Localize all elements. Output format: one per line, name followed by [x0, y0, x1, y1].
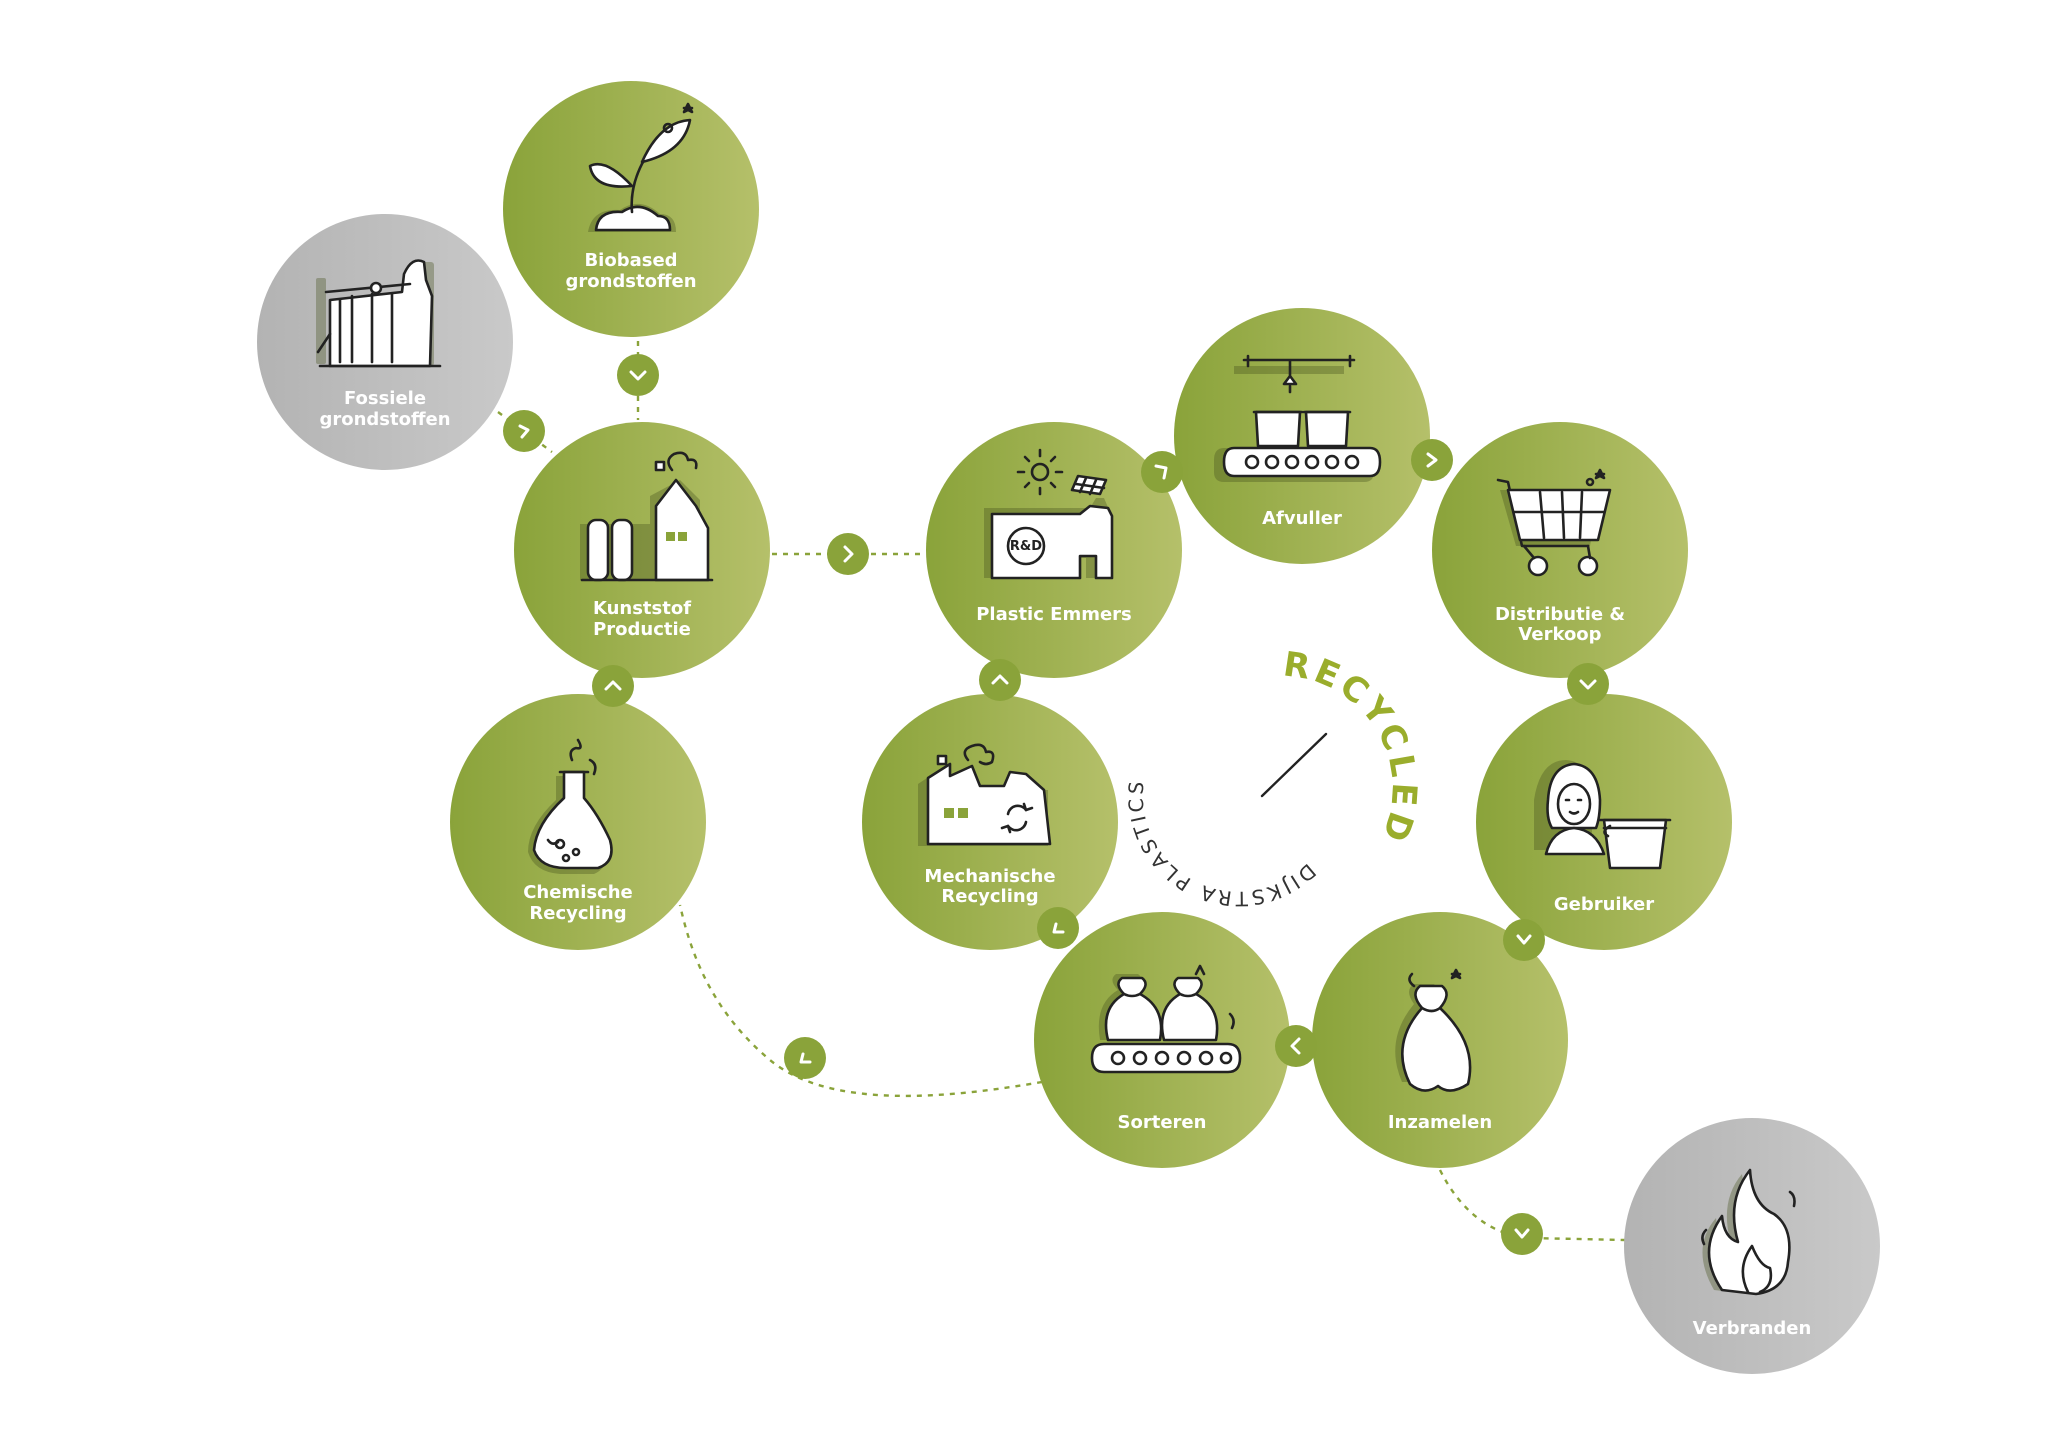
flask-icon: [528, 738, 613, 874]
chevron-down-left-icon: [1503, 919, 1545, 961]
node-label-line1: Inzamelen: [1388, 1112, 1492, 1133]
node-kunststof-productie: Kunststof Productie: [514, 422, 770, 678]
node-label-line1: Chemische: [523, 882, 633, 903]
chevron-down-icon: [617, 354, 659, 396]
node-afvuller: Afvuller: [1174, 308, 1430, 564]
node-label-line1: Kunststof: [593, 598, 691, 619]
chevron-down-right-icon: [1411, 439, 1453, 481]
logo-recycled-text: RECYCLED: [1281, 644, 1424, 850]
node-chemische-recycling: Chemische Recycling: [450, 694, 706, 950]
dijkstra-recycled-logo: DIJKSTRA PLASTICS RECYCLED: [1124, 644, 1424, 911]
node-mechanische-recycling: Mechanische Recycling: [862, 694, 1118, 950]
node-label-line2: Recycling: [529, 903, 626, 924]
node-label-line1: Afvuller: [1262, 508, 1342, 529]
node-label-line2: grondstoffen: [565, 271, 696, 292]
arrow-badges: [503, 354, 1609, 1255]
node-label-line1: Biobased: [584, 250, 677, 271]
filling-machine-icon: [1214, 354, 1382, 482]
node-verbranden: Verbranden: [1624, 1118, 1880, 1374]
node-label-line1: Mechanische: [924, 866, 1055, 887]
chevron-up-icon: [592, 665, 634, 707]
node-label-line2: grondstoffen: [319, 409, 450, 430]
node-label-line1: Plastic Emmers: [976, 604, 1132, 625]
logo-slash: [1260, 732, 1328, 798]
factory-icon: [580, 451, 714, 582]
node-label-line1: Fossiele: [344, 388, 426, 409]
node-distributie-verkoop: Distributie & Verkoop: [1432, 422, 1688, 678]
logo-brand-text: DIJKSTRA PLASTICS: [1124, 778, 1321, 911]
chevron-down-icon: [1567, 663, 1609, 705]
chevron-right-icon: [827, 533, 869, 575]
sorting-conveyor-icon: [1090, 964, 1242, 1074]
sprout-icon: [588, 102, 694, 232]
shopping-cart-icon: [1496, 468, 1612, 577]
oil-pump-icon: [316, 259, 442, 368]
chevron-up-left-icon: [1037, 907, 1079, 949]
node-label-line1: Gebruiker: [1554, 894, 1654, 915]
node-label-line1: Distributie &: [1495, 604, 1625, 625]
chevron-up-left-icon: [784, 1037, 826, 1079]
chevron-left-icon: [1275, 1025, 1317, 1067]
user-with-bucket-icon: [1534, 760, 1672, 870]
recycling-factory-icon: [918, 743, 1052, 846]
node-sorteren: Sorteren: [1034, 912, 1290, 1168]
rd-badge: R&D: [1010, 539, 1042, 554]
node-label-line2: Productie: [593, 619, 691, 640]
chevron-down-right-icon: [503, 410, 545, 452]
node-label-line2: Recycling: [941, 886, 1038, 907]
chevron-down-right-icon: [1501, 1213, 1543, 1255]
chevron-up-right-icon: [1141, 451, 1183, 493]
node-inzamelen: Inzamelen: [1312, 912, 1568, 1168]
node-biobased-grondstoffen: Biobased grondstoffen: [503, 81, 759, 337]
node-label-line2: Verkoop: [1518, 624, 1601, 645]
node-fossiele-grondstoffen: Fossiele grondstoffen: [257, 214, 513, 470]
node-label-line1: Verbranden: [1693, 1318, 1812, 1339]
fire-icon: [1701, 1168, 1796, 1296]
node-plastic-emmers: R&D Plastic Emmers: [926, 422, 1182, 678]
buckets-factory-icon: R&D: [984, 448, 1114, 580]
garbage-bag-icon: [1395, 968, 1472, 1092]
node-gebruiker: Gebruiker: [1476, 694, 1732, 950]
node-label-line1: Sorteren: [1118, 1112, 1207, 1133]
chevron-up-icon: [979, 659, 1021, 701]
